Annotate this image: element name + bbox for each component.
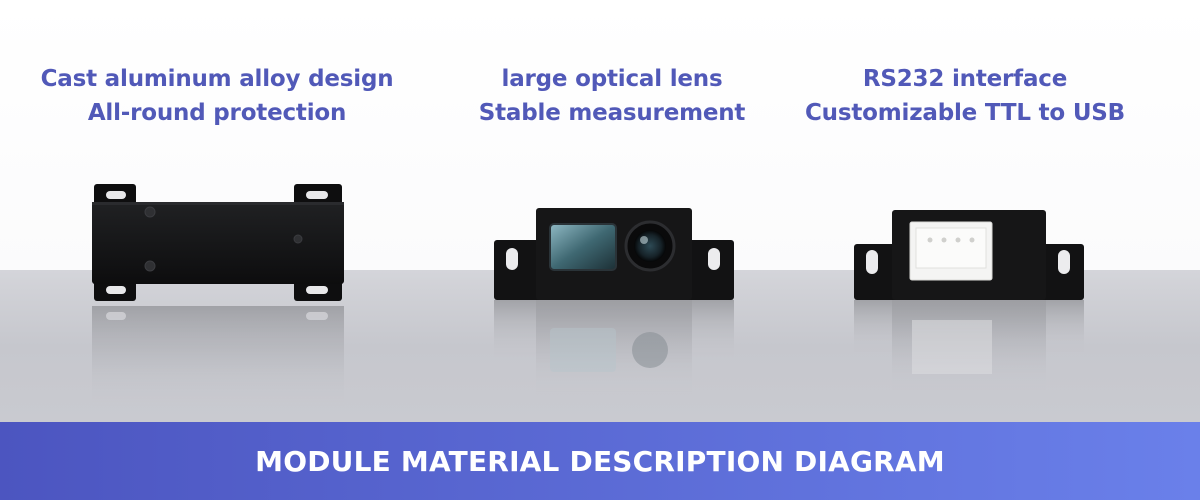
caption-line: Stable measurement (478, 100, 746, 126)
module-connector-reflection (854, 300, 1084, 390)
screw-icon (144, 260, 156, 272)
caption-line: RS232 interface (862, 66, 1068, 92)
module-lens-front-view (494, 208, 734, 300)
module-lens-reflection (494, 300, 734, 395)
banner-title: MODULE MATERIAL DESCRIPTION DIAGRAM (255, 444, 945, 478)
laser-window-icon (549, 223, 617, 271)
caption-line: Customizable TTL to USB (805, 100, 1125, 126)
screw-icon (293, 234, 303, 244)
caption-line: large optical lens (501, 66, 723, 92)
module-connector-view (854, 210, 1084, 300)
caption-optical: large optical lens Stable measurement (412, 62, 812, 130)
title-banner: MODULE MATERIAL DESCRIPTION DIAGRAM (0, 422, 1200, 500)
module-rear-reflection (92, 306, 344, 406)
screw-icon (144, 206, 156, 218)
module-rear-view (92, 184, 344, 301)
caption-line: All-round protection (87, 100, 347, 126)
caption-aluminum: Cast aluminum alloy design All-round pro… (17, 62, 417, 130)
caption-interface: RS232 interface Customizable TTL to USB (765, 62, 1165, 130)
caption-line: Cast aluminum alloy design (40, 66, 394, 92)
